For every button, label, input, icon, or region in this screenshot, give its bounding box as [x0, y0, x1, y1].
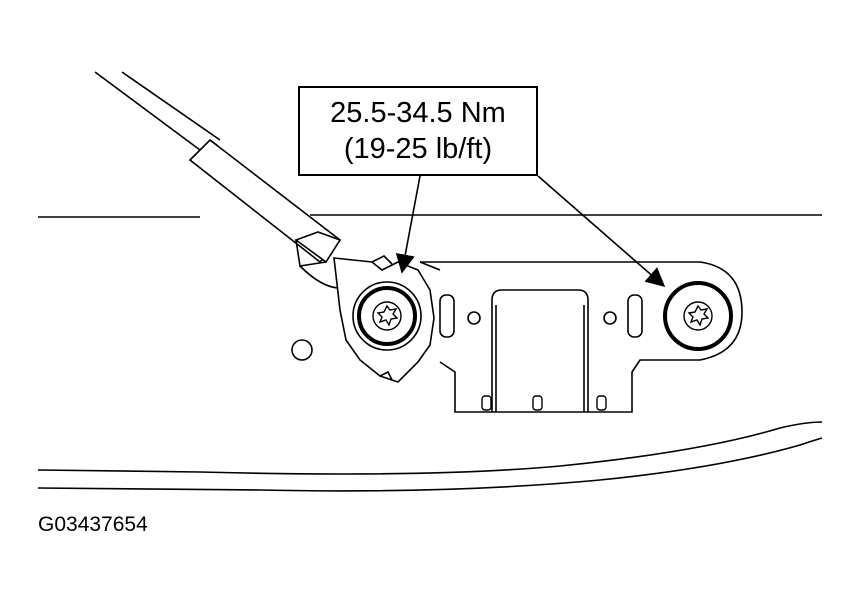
- torque-value-nm: 25.5-34.5 Nm: [330, 97, 506, 129]
- panel-bottom-edge: [37, 421, 823, 492]
- panel-top-edge: [38, 214, 822, 218]
- center-tab: [491, 289, 589, 412]
- torx-bolt-icon: [376, 304, 399, 327]
- bracket-plate: [419, 261, 743, 413]
- torx-bolt-icon: [687, 304, 710, 327]
- right-bolt: [663, 281, 733, 351]
- figure-id: G03437654: [38, 513, 148, 536]
- locating-holes: [291, 311, 617, 361]
- torque-callout-box: 25.5-34.5 Nm (19-25 lb/ft): [298, 86, 538, 176]
- left-bolt: [352, 281, 422, 351]
- vertical-slots: [439, 294, 643, 338]
- torque-value-lbft: (19-25 lb/ft): [343, 133, 493, 165]
- leader-arrow: [395, 175, 666, 288]
- bracket-slots: [481, 395, 607, 411]
